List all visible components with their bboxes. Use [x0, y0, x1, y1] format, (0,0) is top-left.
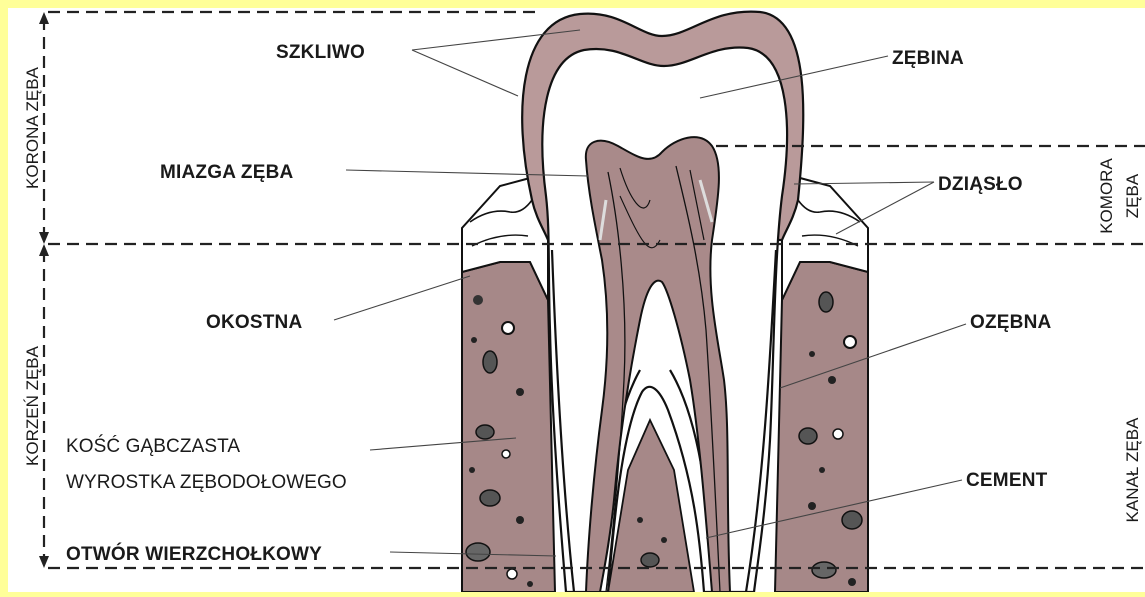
label-otwor-wierzcholkowy: OTWÓR WIERZCHOŁKOWY	[66, 543, 322, 565]
label-ozebna: OZĘBNA	[970, 312, 1052, 333]
label-kosc-gabczasta: KOŚĆ GĄBCZASTA	[66, 435, 240, 457]
side-label-komora-line2: ZĘBA	[1123, 173, 1142, 218]
label-wyrostka-zebodolowego: WYROSTKA ZĘBODOŁOWEGO	[66, 472, 347, 493]
label-miazga-zeba: MIAZGA ZĘBA	[160, 162, 294, 183]
label-cement: CEMENT	[966, 470, 1048, 491]
side-label-komora-line1: KOMORA	[1097, 158, 1116, 234]
label-dziaslo: DZIĄSŁO	[938, 174, 1023, 195]
label-zebina: ZĘBINA	[892, 48, 964, 69]
side-label-kanal-zeba: KANAŁ ZĘBA	[1123, 417, 1142, 523]
label-szkliwo: SZKLIWO	[276, 42, 365, 63]
label-okostna: OKOSTNA	[206, 312, 302, 333]
side-label-korzen-zeba: KORZEŃ ZĘBA	[23, 345, 42, 466]
side-label-korona-zeba: KORONA ZĘBA	[23, 66, 42, 189]
left-bone-block	[462, 178, 555, 592]
